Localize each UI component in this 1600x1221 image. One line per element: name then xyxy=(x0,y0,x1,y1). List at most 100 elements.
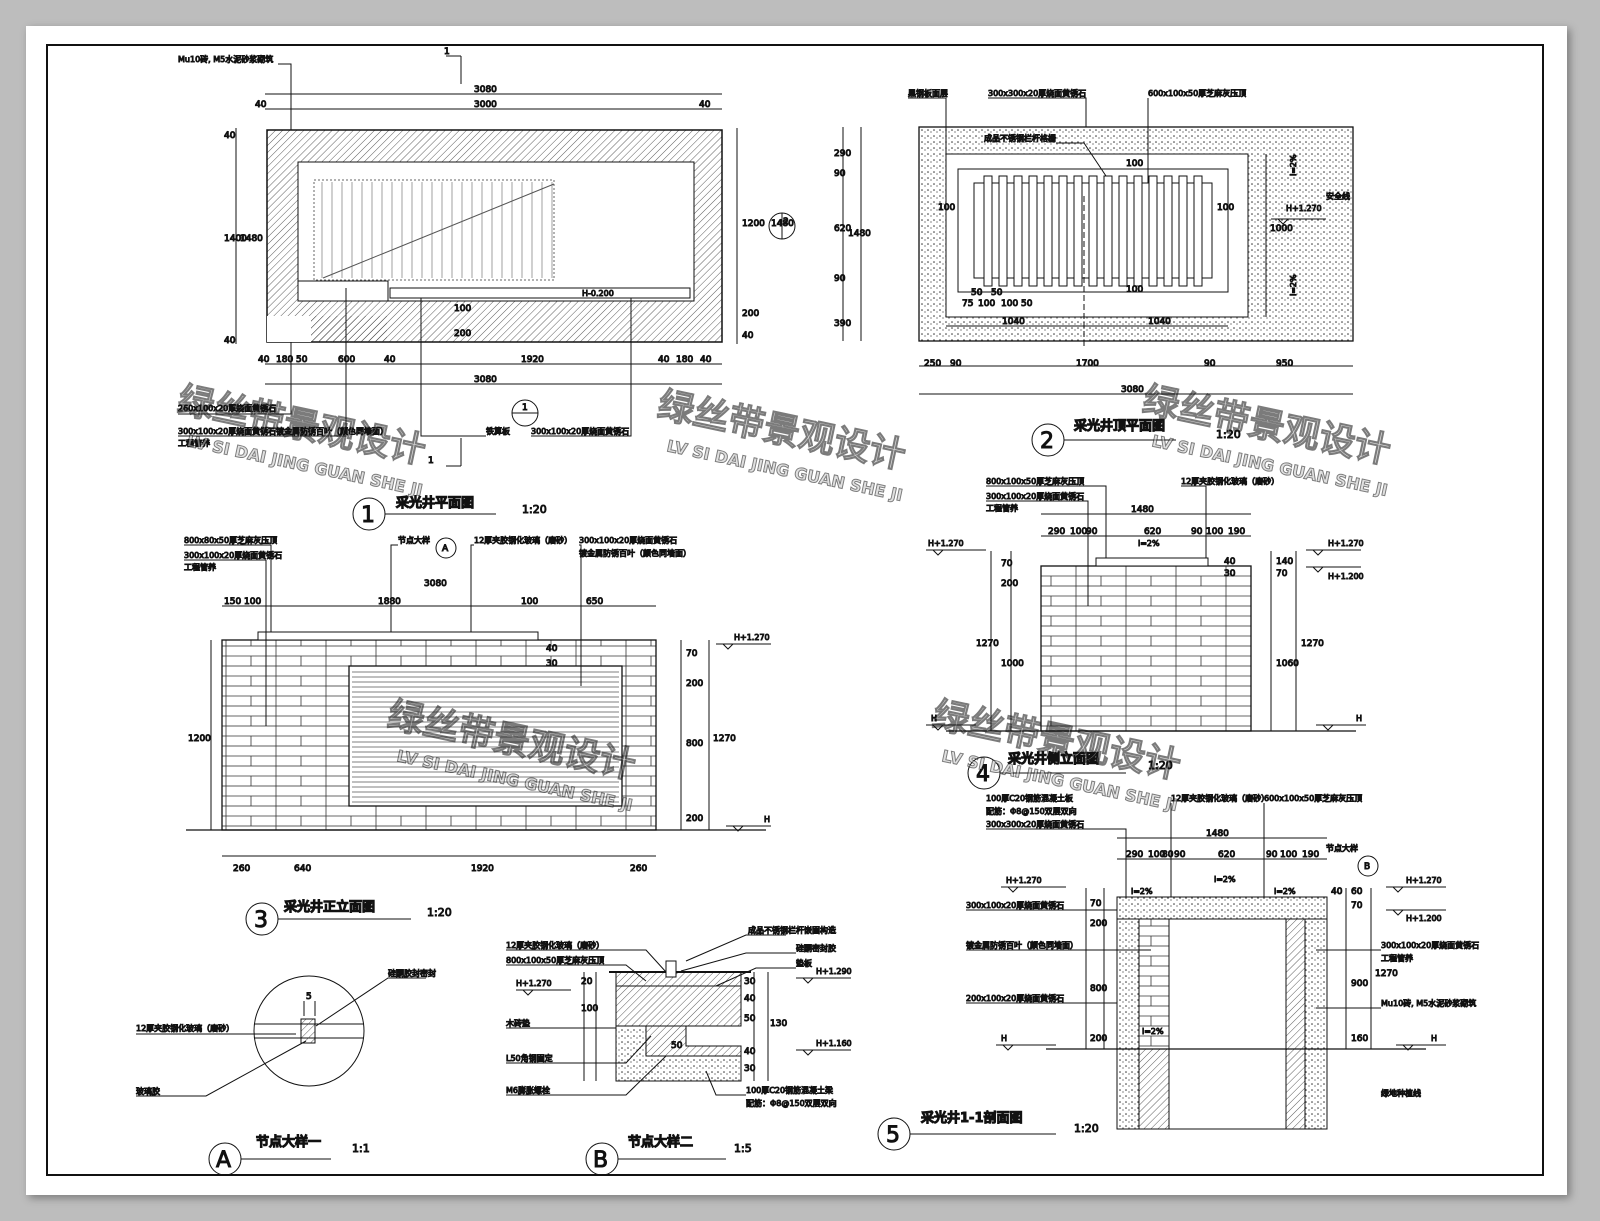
front-level-1: H xyxy=(764,815,770,824)
side-dim-top-7: 190 xyxy=(1228,527,1245,537)
detail-b-dim-4: 50 xyxy=(744,1014,756,1024)
plan-label-bottom-0: 260x100x20厚烧面黄锈石 xyxy=(178,403,276,413)
plan-label-bottom-5: 300x100x20厚烧面黄锈石 xyxy=(531,426,629,436)
section-label-9: 300x100x20厚烧面黄锈石 xyxy=(1381,940,1479,950)
view-5-title: 采光井1-1剖面图 xyxy=(920,1110,1023,1126)
section-label-6: 300x100x20厚烧面黄锈石 xyxy=(966,900,1064,910)
section-dim-top-3: 80 xyxy=(1162,850,1174,860)
view-4-scale: 1:20 xyxy=(1148,759,1173,772)
side-dim-top-1: 290 xyxy=(1048,527,1065,537)
side-dim-left-2: 1000 xyxy=(1001,659,1024,669)
plan-dim-left-1: 40 xyxy=(224,131,236,141)
top-label-right: 安全线 xyxy=(1326,191,1350,201)
detail-a-label-1: 硅酮胶封密封 xyxy=(388,968,436,978)
front-dim-right-2: 200 xyxy=(686,679,703,689)
top-dim-left-2: 620 xyxy=(834,224,851,234)
view-5-number: 5 xyxy=(886,1123,900,1148)
plan-level: H-0.200 xyxy=(582,289,614,298)
detail-b-label-6: L50角钢固定 xyxy=(506,1053,553,1063)
section-dim-top-4: 90 xyxy=(1174,850,1186,860)
side-label-3: 12厚夹胶钢化玻璃（磨砂） xyxy=(1181,476,1279,486)
top-dim-inner-3: 100 xyxy=(1126,285,1143,295)
section-label-1: 配筋：Φ8@150双层双向 xyxy=(986,806,1077,816)
detail-b-dim-6: 40 xyxy=(744,1047,756,1057)
detail-b-level-1: H+1.290 xyxy=(816,967,852,976)
plan-marker-side: 2 xyxy=(783,217,789,227)
front-label-5: 300x100x20厚烧面黄锈石 xyxy=(579,535,677,545)
section-label-8: 200x100x20厚烧面黄锈石 xyxy=(966,993,1064,1003)
front-dim-top-4: 100 xyxy=(521,597,538,607)
top-dim-left-4: 390 xyxy=(834,319,851,329)
front-dim-right-5: 200 xyxy=(686,814,703,824)
top-dim-left-5: 1480 xyxy=(848,229,871,239)
section-dim-right-4: 160 xyxy=(1351,1034,1368,1044)
top-dim-bottom-inner-2: 75 xyxy=(962,299,973,309)
section-dim-top-0: 1480 xyxy=(1206,829,1229,839)
section-dim-left-1: 70 xyxy=(1090,899,1102,909)
plan-dim-bottom-1: 180 xyxy=(276,355,293,365)
plan-dim-bottom-8: 40 xyxy=(700,355,712,365)
side-level-4: H xyxy=(1356,714,1362,723)
detail-b-label-4: 垫板 xyxy=(796,958,812,968)
top-dim-bottom-inner-0: 50 xyxy=(971,288,983,298)
top-dim-inner-4: 1000 xyxy=(1270,224,1293,234)
side-label-1: 300x100x20厚烧面黄锈石 xyxy=(986,491,1084,501)
plan-dim-bottom-7: 180 xyxy=(676,355,693,365)
section-label-5: 节点大样 xyxy=(1326,843,1358,853)
plan-dim-inner-100: 100 xyxy=(454,304,471,314)
side-slope: i=2% xyxy=(1138,539,1160,548)
plan-dim-bottom-4: 40 xyxy=(384,355,396,365)
plan-dim-right-1: 1200 xyxy=(742,219,765,229)
top-dim-left-0: 290 xyxy=(834,149,851,159)
section-level-0: H+1.270 xyxy=(1006,876,1042,885)
section-label-12: 绿地种植线 xyxy=(1381,1088,1421,1098)
top-dim-left-1: 90 xyxy=(834,169,846,179)
view-3-front-elevation: 800x80x50厚芝麻灰压顶 300x100x20厚烧面黄锈石 工程管养 节点… xyxy=(184,535,771,936)
side-dim-right-2: 1060 xyxy=(1276,659,1299,669)
side-dim-right-4: 70 xyxy=(1276,569,1288,579)
section-label-7: 镀金属防锈百叶（颜色同墙面） xyxy=(966,940,1078,950)
view-b-detail: 12厚夹胶钢化玻璃（磨砂） 800x100x50厚芝麻灰压顶 成品不锈钢栏杆嵌固… xyxy=(506,925,852,1176)
plan-dim-inner-200: 200 xyxy=(454,329,471,339)
front-dim-right-6: 1270 xyxy=(713,734,736,744)
top-dim-inner-1: 100 xyxy=(1217,203,1234,213)
view-4-number: 4 xyxy=(976,762,990,787)
section-label-11: Mu10砖, M5水泥砂浆砌筑 xyxy=(1381,998,1476,1008)
top-dim-bottom-inner-3: 100 xyxy=(978,299,995,309)
front-dim-right-1: 40 xyxy=(546,644,558,654)
section-slope-0: i=2% xyxy=(1131,887,1153,896)
top-dim-bottom-3: 90 xyxy=(1204,359,1216,369)
detail-b-dim-8: 50 xyxy=(671,1041,683,1051)
section-level-2: H+1.200 xyxy=(1406,914,1442,923)
top-label-0: 黑钢板面层 xyxy=(908,88,948,98)
top-label-3: 成品不锈钢栏杆格栅 xyxy=(984,133,1056,143)
plan-label-bottom-3: 镀金属防锈百叶（颜色同墙面） xyxy=(276,426,388,436)
front-dim-top-2: 100 xyxy=(244,597,261,607)
section-dim-top-6: 90 xyxy=(1266,850,1278,860)
side-dim-left-0: 200 xyxy=(1001,579,1018,589)
side-level-1: H+1.270 xyxy=(1328,539,1364,548)
plan-dim-left-2: 1400 xyxy=(224,234,247,244)
section-level-1: H+1.270 xyxy=(1406,876,1442,885)
top-dim-inner-2: 100 xyxy=(1126,159,1143,169)
top-slope-1: i=2% xyxy=(1289,274,1298,296)
section-dim-right-1: 60 xyxy=(1351,887,1363,897)
side-dim-right-0: 30 xyxy=(1224,569,1236,579)
side-label-0: 800x100x50厚芝麻灰压顶 xyxy=(986,476,1084,486)
detail-a-label-2: 玻璃胶 xyxy=(136,1086,160,1096)
detail-a-label-0: 12厚夹胶钢化玻璃（磨砂） xyxy=(136,1023,234,1033)
section-label-2: 300x300x20厚烧面黄锈石 xyxy=(986,819,1084,829)
detail-b-level-2: H+1.160 xyxy=(816,1039,852,1048)
top-dim-bottom-0: 250 xyxy=(924,359,941,369)
section-level-3: H xyxy=(1001,1034,1007,1043)
section-dim-right-0: 40 xyxy=(1331,887,1343,897)
front-label-6: 镀金属防锈百叶（颜色同墙面） xyxy=(579,548,691,558)
detail-b-label-9: 配筋：Φ8@150双层双向 xyxy=(746,1098,837,1108)
side-dim-top-3: 90 xyxy=(1086,527,1098,537)
section-dim-top-5: 620 xyxy=(1218,850,1235,860)
plan-marker-number: 1 xyxy=(522,403,528,413)
plan-dim-bottom-0: 40 xyxy=(258,355,270,365)
front-dim-left-0: 1200 xyxy=(188,734,211,744)
side-dim-top-6: 100 xyxy=(1206,527,1223,537)
plan-dim-top-inner: 3000 xyxy=(474,100,497,110)
